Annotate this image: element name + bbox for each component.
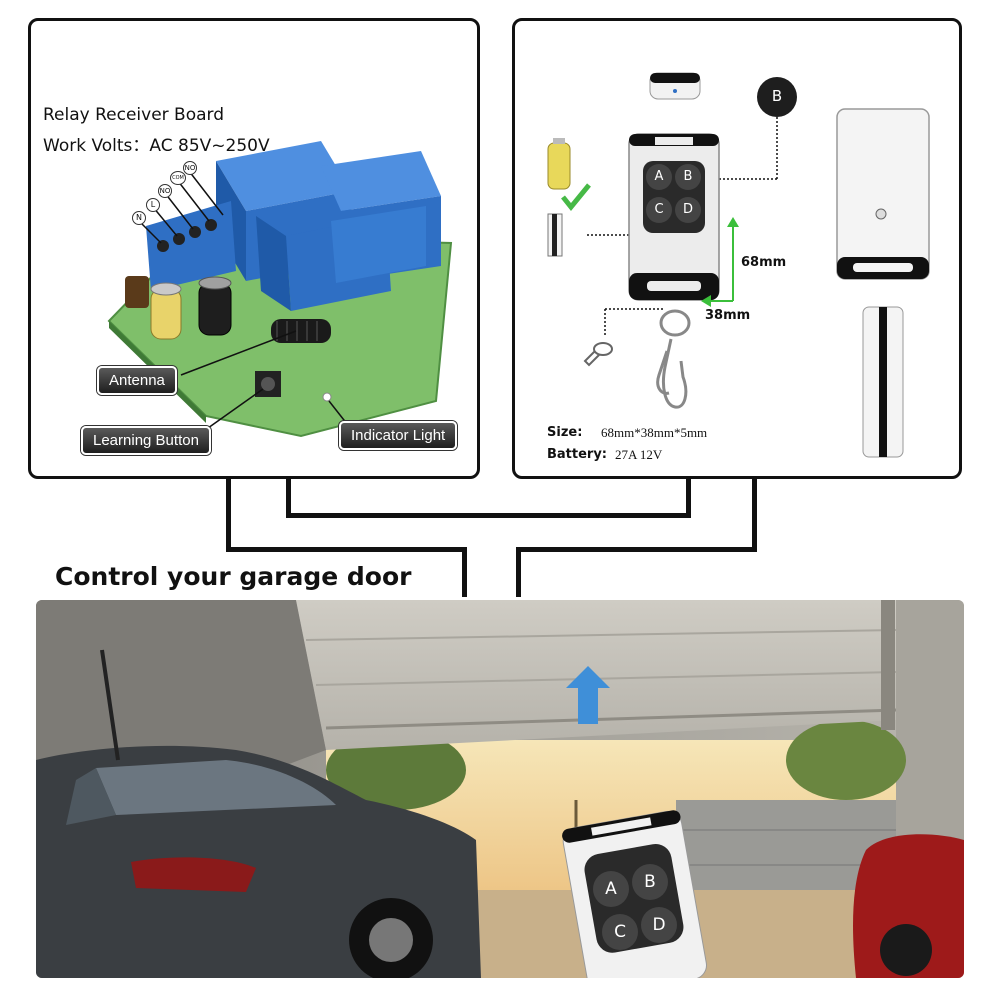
remote-illustration xyxy=(547,72,930,458)
car xyxy=(36,649,481,978)
terminal-label-n: N xyxy=(132,211,146,225)
remote-side-view xyxy=(862,306,904,458)
learning-button-label: Learning Button xyxy=(81,426,211,455)
keychain-ring xyxy=(656,309,691,409)
remote-back-view xyxy=(836,108,930,280)
width-dimension: 38mm xyxy=(705,308,751,323)
scene-remote-button-c[interactable]: C xyxy=(602,914,638,950)
battery-icon xyxy=(547,138,591,257)
remote-front xyxy=(628,133,720,301)
size-value: 68mm*38mm*5mm xyxy=(601,425,708,440)
garage-illustration xyxy=(36,600,964,978)
open-up-arrow-icon xyxy=(566,666,610,724)
work-volts-label: Work Volts：AC 85V~250V xyxy=(43,136,270,156)
receiver-panel: Relay Receiver Board Work Volts：AC 85V~2… xyxy=(28,18,480,479)
terminal-label-l: L xyxy=(146,198,160,212)
size-label: Size: xyxy=(547,425,583,440)
scene-remote-button-b[interactable]: B xyxy=(632,864,668,900)
relay-blocks xyxy=(216,141,441,311)
dimension-lines xyxy=(701,217,739,307)
keychain-small-icon xyxy=(583,342,613,367)
receiver-title: Relay Receiver Board xyxy=(43,105,225,125)
side-button-icon xyxy=(757,77,797,117)
remote-button-c[interactable]: C xyxy=(646,197,672,223)
headline: Control your garage door xyxy=(55,562,412,591)
remote-button-d[interactable]: D xyxy=(675,197,701,223)
indicator-led xyxy=(322,392,332,402)
terminal-label-com: COM xyxy=(170,171,186,185)
remote-button-b[interactable]: B xyxy=(675,164,701,190)
height-dimension: 68mm xyxy=(741,255,787,270)
garage-scene: A B C D xyxy=(36,600,964,978)
side-button-label: B xyxy=(771,87,783,105)
terminal-label-no-1: NO xyxy=(158,184,172,198)
remote-panel: A B C D B 68mm 38mm Size: 68mm*38mm*5mm … xyxy=(512,18,962,479)
terminal-label-no-2: NO xyxy=(183,161,197,175)
antenna-label: Antenna xyxy=(97,366,177,395)
motorcycle xyxy=(853,834,964,978)
scene-remote-button-a[interactable]: A xyxy=(593,871,629,907)
battery-value: 27A 12V xyxy=(615,447,663,462)
antenna-coil xyxy=(271,319,331,343)
capacitors xyxy=(125,276,232,340)
relay-board-illustration xyxy=(107,141,453,438)
remote-button-a[interactable]: A xyxy=(646,164,672,190)
battery-label: Battery: xyxy=(547,447,608,462)
scene-remote-button-d[interactable]: D xyxy=(641,907,677,943)
indicator-light-label: Indicator Light xyxy=(339,421,458,450)
